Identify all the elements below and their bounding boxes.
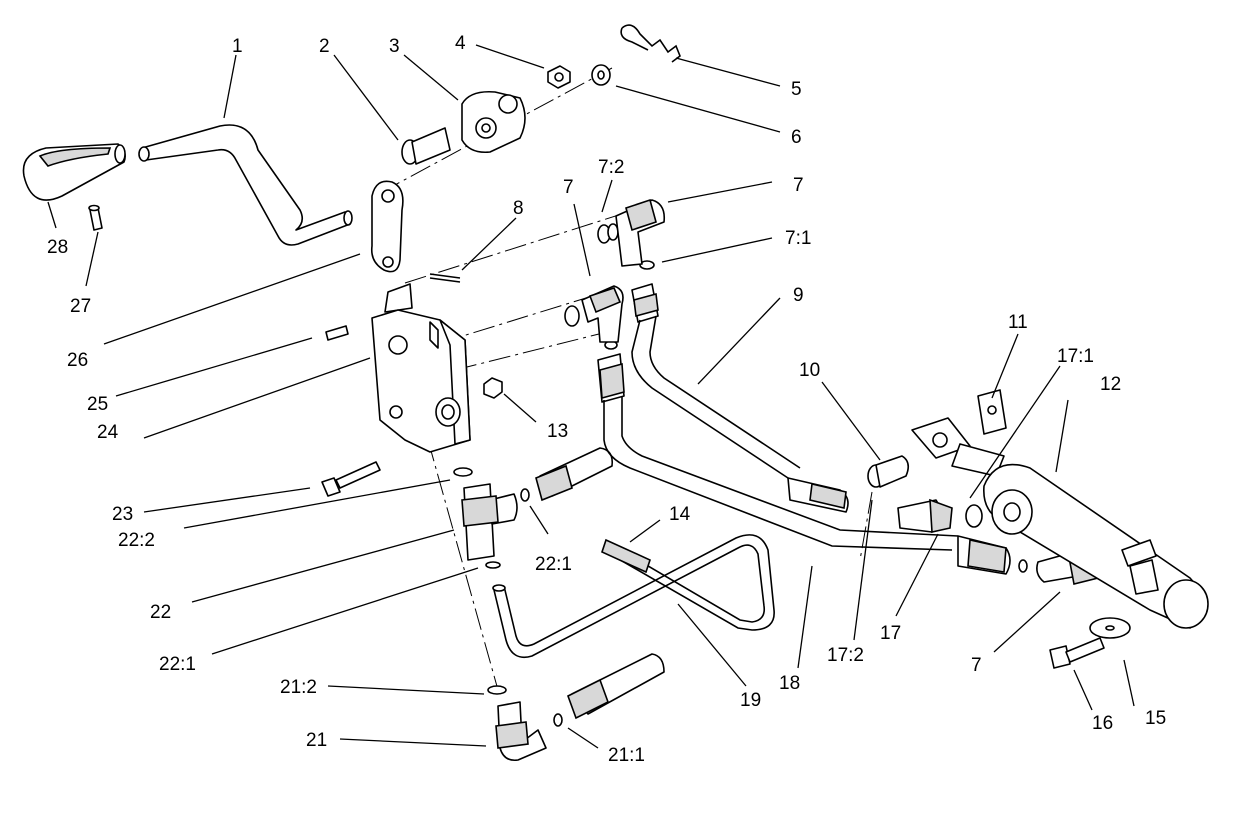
fitting-17 xyxy=(897,498,953,533)
roll-pin xyxy=(88,204,103,231)
callout-19: 19 xyxy=(740,690,761,711)
cotter-pin xyxy=(429,273,461,283)
cap-screw-16 xyxy=(1049,637,1105,669)
callout-21-2: 21:2 xyxy=(280,677,317,698)
callout-7-1: 7:1 xyxy=(785,228,811,249)
callout-16: 16 xyxy=(1092,713,1113,734)
hex-nut-13 xyxy=(483,377,503,399)
callout-5: 5 xyxy=(791,79,802,100)
callout-8: 8 xyxy=(513,198,524,219)
elbow-fitting-mid xyxy=(581,285,624,343)
callout-17: 17 xyxy=(880,623,901,644)
callout-7-upper-right: 7 xyxy=(793,175,804,196)
tee-fitting xyxy=(461,483,518,561)
callout-11: 11 xyxy=(1008,312,1028,333)
callout-7-2: 7:2 xyxy=(598,157,624,178)
callout-10: 10 xyxy=(799,360,820,381)
callout-13: 13 xyxy=(547,421,568,442)
callout-21: 21 xyxy=(306,730,327,751)
control-lever xyxy=(138,124,353,246)
callout-28: 28 xyxy=(47,237,68,258)
hose-adapter-upper xyxy=(535,447,614,502)
callout-21-1: 21:1 xyxy=(608,745,645,766)
callout-labels: 1 2 3 4 5 6 7 7 7 7:2 7:1 8 9 10 11 12 1… xyxy=(47,33,1166,766)
steel-tube xyxy=(492,534,775,659)
callout-27: 27 xyxy=(70,296,91,317)
callout-22-2: 22:2 xyxy=(118,530,155,551)
hose-adapter-lower xyxy=(567,653,665,720)
clevis-and-clip xyxy=(911,389,1007,477)
callout-25: 25 xyxy=(87,394,108,415)
callout-7-lower: 7 xyxy=(971,655,982,676)
washer-15 xyxy=(1089,617,1131,639)
callout-3: 3 xyxy=(389,36,400,57)
callout-12: 12 xyxy=(1100,374,1121,395)
callout-24: 24 xyxy=(97,422,119,443)
pivot-assembly xyxy=(401,64,611,165)
callout-22-1-left: 22:1 xyxy=(159,654,196,675)
callout-2: 2 xyxy=(319,36,330,57)
hose-18 xyxy=(597,353,1011,575)
hairpin-clip xyxy=(620,24,681,63)
lever-knob xyxy=(22,143,126,201)
callout-4: 4 xyxy=(455,33,466,54)
callout-6: 6 xyxy=(791,127,802,148)
clevis-pin xyxy=(867,455,910,488)
hydraulic-cylinder xyxy=(983,463,1209,629)
callout-15: 15 xyxy=(1145,708,1166,729)
callout-17-1: 17:1 xyxy=(1057,346,1094,367)
small-bolt xyxy=(325,325,349,341)
callout-14: 14 xyxy=(669,504,691,525)
callout-23: 23 xyxy=(112,504,133,525)
callout-18: 18 xyxy=(779,673,800,694)
hose-9 xyxy=(631,283,849,513)
link-plate xyxy=(370,180,404,273)
elbow-fitting-upper xyxy=(615,198,666,267)
leader-lines xyxy=(47,44,1135,749)
callout-26: 26 xyxy=(67,350,88,371)
cap-screw xyxy=(321,461,381,497)
callout-22: 22 xyxy=(150,602,171,623)
callout-22-1-right: 22:1 xyxy=(535,554,572,575)
valve-body xyxy=(371,283,471,453)
callout-1: 1 xyxy=(232,36,243,57)
callout-7-upper-left: 7 xyxy=(563,177,574,198)
callout-9: 9 xyxy=(793,285,804,306)
elbow-fitting-21 xyxy=(495,701,547,762)
callout-17-2: 17:2 xyxy=(827,645,864,666)
